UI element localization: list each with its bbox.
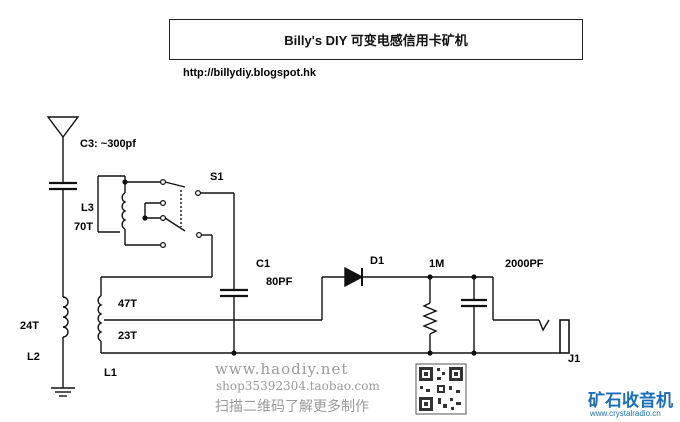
junction-r1-bottom	[427, 350, 433, 356]
source-url: http://billydiy.blogspot.hk	[183, 67, 317, 79]
qr-code	[415, 363, 467, 415]
junction-c2-bottom	[471, 350, 477, 356]
label-l2-turns: 24T	[20, 320, 39, 332]
logo-crystalradio: 矿石收音机	[588, 391, 673, 410]
diagram-title: Billy's DIY 可变电感信用卡矿机	[284, 33, 468, 48]
s1-terminal-6	[196, 232, 203, 239]
s1-terminal-4	[160, 215, 167, 222]
label-c2-value: 2000PF	[505, 258, 544, 270]
junction-r1-top	[427, 274, 433, 280]
r1-resistor	[422, 302, 438, 335]
s1-terminal-2	[160, 200, 167, 207]
j1-sleeve	[559, 319, 570, 354]
junction-s1-mid	[142, 215, 148, 221]
watermark-shop: shop35392304.taobao.com	[216, 379, 380, 393]
diagram-title-box: Billy's DIY 可变电感信用卡矿机	[169, 19, 583, 60]
l3-coil	[121, 192, 127, 230]
d1-diode-body	[344, 266, 364, 288]
label-r1-value: 1M	[429, 258, 445, 270]
s1-terminal-1	[160, 179, 167, 186]
junction-l3-top	[122, 179, 128, 185]
watermark-site: www.haodiy.net	[215, 360, 349, 378]
s1-terminal-3	[195, 190, 202, 197]
antenna-symbol	[46, 116, 80, 139]
label-tap-47t: 47T	[118, 298, 137, 310]
junction-c2-top	[471, 274, 477, 280]
label-l2: L2	[27, 351, 40, 363]
l1-coil	[97, 295, 103, 342]
label-tap-23t: 23T	[118, 330, 137, 342]
label-c1-value: 80PF	[266, 276, 293, 288]
label-l3: L3	[81, 202, 94, 214]
label-l1: L1	[104, 367, 117, 379]
j1-tip-spring	[538, 319, 550, 332]
label-s1: S1	[210, 171, 224, 183]
watermark-scan: 扫描二维码了解更多制作	[215, 399, 369, 415]
label-c3: C3: ~300pf	[80, 138, 136, 150]
s1-upper-blade	[164, 181, 186, 188]
s1-terminal-5	[160, 242, 167, 249]
label-d1: D1	[370, 255, 385, 267]
label-j1: J1	[568, 353, 581, 365]
junction-ground-c1	[231, 350, 237, 356]
label-c1: C1	[256, 258, 271, 270]
l2-coil	[62, 296, 69, 338]
label-l3-turns: 70T	[74, 221, 93, 233]
s1-lower-blade	[164, 217, 186, 232]
logo-url: www.crystalradio.cn	[590, 409, 661, 418]
